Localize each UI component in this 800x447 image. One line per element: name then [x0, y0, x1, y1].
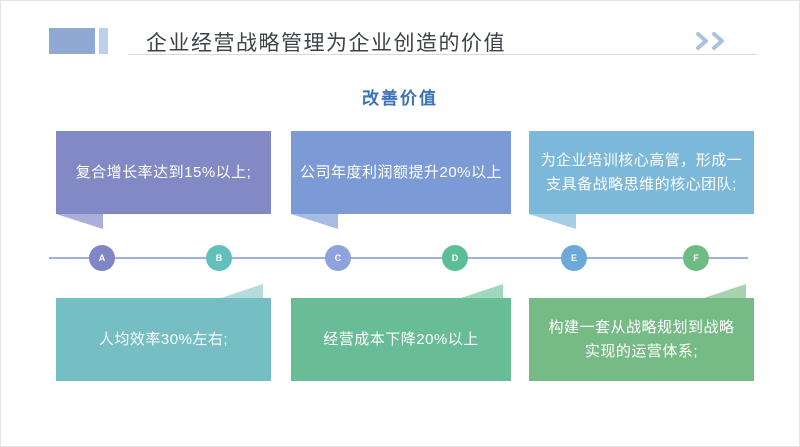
- title-underline: [128, 54, 757, 55]
- bubble-tail-icon: [291, 214, 338, 229]
- timeline-node-d: D: [442, 245, 468, 271]
- double-chevron-icon: [695, 31, 729, 51]
- bottom-bubble-efficiency: 人均效率30%左右;: [56, 284, 271, 381]
- timeline-node-b: B: [206, 245, 232, 271]
- page-title: 企业经营战略管理为企业创造的价值: [146, 32, 506, 55]
- top-bubble-growth-text: 复合增长率达到15%以上;: [56, 131, 271, 214]
- bottom-bubble-efficiency-text: 人均效率30%左右;: [56, 298, 271, 381]
- bubble-tail-icon: [529, 214, 576, 229]
- top-bubble-profit-text: 公司年度利润额提升20%以上: [291, 131, 511, 214]
- bubble-tail-icon: [221, 284, 263, 298]
- top-bubble-team: 为企业培训核心高管，形成一 支具备战略思维的核心团队;: [529, 131, 754, 229]
- bubble-tail-icon: [56, 214, 103, 229]
- top-bubble-profit: 公司年度利润额提升20%以上: [291, 131, 511, 229]
- bottom-bubble-cost-text: 经营成本下降20%以上: [291, 298, 511, 381]
- bottom-bubble-cost: 经营成本下降20%以上: [291, 284, 511, 381]
- top-bubble-team-text: 为企业培训核心高管，形成一 支具备战略思维的核心团队;: [529, 131, 754, 214]
- timeline-node-e: E: [561, 245, 587, 271]
- timeline-node-a: A: [89, 245, 115, 271]
- bottom-bubble-system: 构建一套从战略规划到战略 实现的运营体系;: [529, 284, 754, 381]
- timeline-line: [49, 257, 748, 259]
- bottom-bubble-system-text: 构建一套从战略规划到战略 实现的运营体系;: [529, 298, 754, 381]
- timeline-node-f: F: [683, 245, 709, 271]
- title-accent-bar-large: [49, 28, 95, 54]
- title-accent-bar-small: [99, 28, 108, 54]
- section-subtitle: 改善价值: [362, 89, 438, 108]
- bubble-tail-icon: [704, 284, 746, 298]
- timeline-node-c: C: [325, 245, 351, 271]
- top-bubble-growth: 复合增长率达到15%以上;: [56, 131, 271, 229]
- bubble-tail-icon: [461, 284, 503, 298]
